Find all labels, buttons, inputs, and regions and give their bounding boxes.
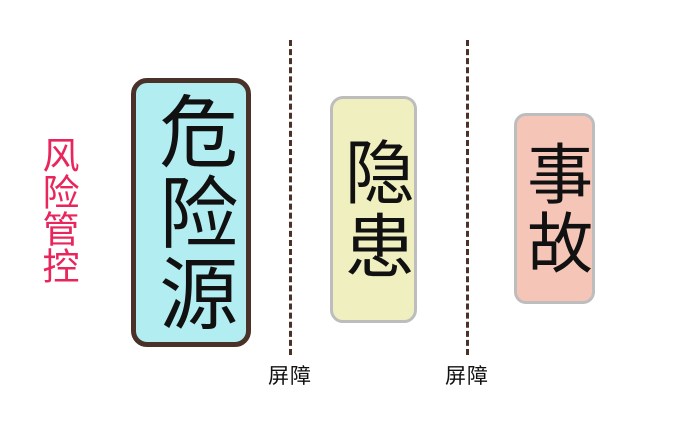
stage-label-hazard-source: 危险源 bbox=[145, 91, 238, 334]
stage-box-accident[interactable]: 事故 bbox=[514, 113, 595, 304]
barrier-label-1: 屏障 bbox=[268, 364, 312, 388]
barrier-dashed-line-1 bbox=[289, 40, 292, 355]
barrier-label-2: 屏障 bbox=[445, 364, 489, 388]
stage-box-hidden-danger[interactable]: 隐患 bbox=[330, 96, 417, 323]
stage-box-hazard-source[interactable]: 危险源 bbox=[131, 78, 251, 347]
stage-label-hidden-danger: 隐患 bbox=[333, 135, 416, 284]
stage-label-accident: 事故 bbox=[516, 139, 594, 278]
barrier-dashed-line-2 bbox=[466, 40, 469, 355]
risk-control-label: 风险管控 bbox=[36, 136, 79, 284]
